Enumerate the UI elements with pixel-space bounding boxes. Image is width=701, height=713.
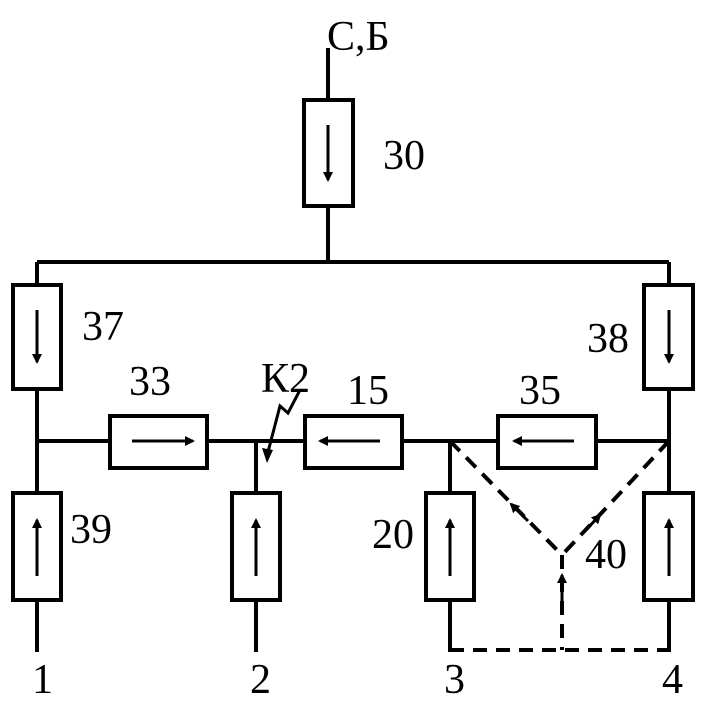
node-label-2: 2 [250,657,271,703]
dashed-star-branches [448,439,671,652]
label-39: 39 [70,507,112,553]
element-node-2 [230,491,282,602]
element-33 [108,414,209,470]
label-30: 30 [383,133,425,179]
star-arrow-left [509,502,530,523]
label-15: 15 [347,368,389,414]
fault-k2-arrow [262,389,302,463]
star-arrow-right [583,513,602,533]
circuit-wires [35,48,671,652]
label-33: 33 [129,359,171,405]
fault-label: К2 [261,356,310,402]
element-37 [11,283,63,391]
element-20 [424,491,476,602]
label-40: 40 [585,532,627,578]
node-label-3: 3 [444,657,465,703]
element-30 [302,98,355,208]
element-38 [642,283,695,391]
node-label-1: 1 [32,657,53,703]
source-label: С,Б [327,14,390,60]
label-38: 38 [587,316,629,362]
element-35 [496,414,598,470]
label-20: 20 [372,512,414,558]
label-37: 37 [82,304,124,350]
element-15 [303,414,404,470]
node-label-4: 4 [662,657,683,703]
label-35: 35 [519,368,561,414]
element-39 [11,491,63,602]
element-40 [642,491,695,602]
